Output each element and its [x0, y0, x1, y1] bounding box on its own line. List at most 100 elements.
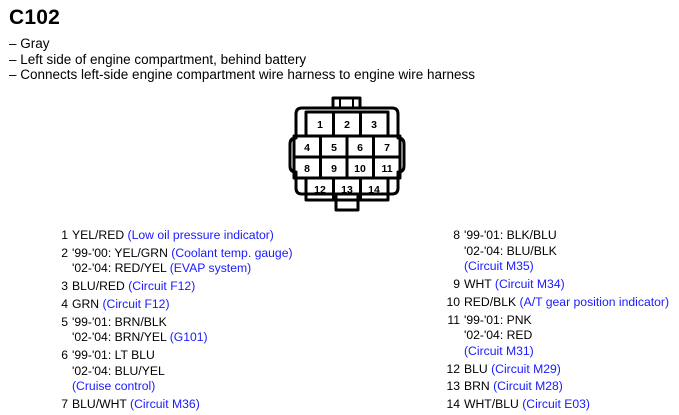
pin-line: GRN (Circuit F12)	[72, 297, 170, 313]
pin-label: 8	[304, 163, 310, 175]
wire-color-text: BLU/WHT	[72, 397, 131, 412]
pin-line: '02-'04: RED/YEL (EVAP system)	[72, 261, 293, 277]
pin-entry: 4 GRN (Circuit F12)	[48, 297, 293, 313]
pin-label: 10	[354, 163, 366, 175]
pin-label: 14	[368, 184, 380, 196]
circuit-note: (Circuit M36)	[130, 397, 200, 412]
circuit-note: (Circuit F12)	[102, 296, 170, 311]
pin-entry: 7 BLU/WHT (Circuit M36)	[48, 397, 293, 413]
pin-number: 10	[446, 294, 460, 309]
pin-line: (Circuit M31)	[464, 344, 534, 360]
pin-entry: 6 '99-'01: LT BLU'02-'04: BLU/YEL(Cruise …	[48, 348, 293, 395]
circuit-note: (A/T gear position indicator)	[519, 294, 670, 309]
pin-entry: 3 BLU/RED (Circuit F12)	[48, 279, 293, 295]
pin-entry: 10 RED/BLK (A/T gear position indicator)	[440, 295, 669, 311]
pin-label: 12	[314, 184, 326, 196]
pin-line: YEL/RED (Low oil pressure indicator)	[72, 228, 274, 244]
pin-number: 5	[61, 314, 68, 329]
wire-color-text: '02-'04: BLU/BLK	[464, 243, 557, 258]
pin-number: 1	[61, 228, 68, 242]
pin-number: 7	[61, 397, 68, 412]
pin-line: '02-'04: RED	[464, 328, 534, 344]
pin-label: 6	[357, 142, 363, 154]
pin-label: 13	[341, 184, 353, 196]
wire-color-text: WHT/BLU	[464, 397, 523, 412]
connector-description: – Gray – Left side of engine compartment…	[9, 36, 475, 83]
wire-color-text: '99-'00: YEL/GRN	[72, 245, 172, 260]
pin-number: 13	[446, 379, 460, 394]
pin-label: 5	[331, 142, 337, 154]
pin-entry: 13 BRN (Circuit M28)	[440, 379, 669, 395]
pin-label: 2	[344, 119, 350, 131]
pin-number: 6	[61, 347, 68, 362]
circuit-note: (Circuit M28)	[493, 379, 563, 394]
pin-number: 4	[61, 296, 68, 311]
pin-label: 3	[371, 119, 377, 131]
wire-color-text: '02-'04: RED/YEL	[72, 261, 170, 276]
pin-line: '99-'01: LT BLU	[72, 348, 165, 364]
wire-color-text: RED/BLK	[464, 294, 520, 309]
pin-label: 1	[317, 119, 323, 131]
circuit-note: (Cruise control)	[72, 379, 156, 394]
pin-number: 14	[446, 397, 460, 412]
pin-entry: 8 '99-'01: BLK/BLU'02-'04: BLU/BLK(Circui…	[440, 228, 669, 275]
pin-number: 3	[61, 279, 68, 294]
wire-color-text: '02-'04: RED	[464, 328, 533, 343]
pin-entry: 14 WHT/BLU (Circuit E03)	[440, 397, 669, 413]
pin-label: 9	[331, 163, 337, 175]
pin-line: BRN (Circuit M28)	[464, 379, 563, 395]
pin-number: 11	[447, 312, 460, 327]
wire-color-text: '02-'04: BRN/YEL	[72, 330, 170, 345]
pin-line: BLU (Circuit M29)	[464, 362, 561, 378]
pin-entry: 2 '99-'00: YEL/GRN (Coolant temp. gauge)'…	[48, 245, 293, 277]
pin-line: '99-'00: YEL/GRN (Coolant temp. gauge)	[72, 246, 293, 262]
circuit-note: (G101)	[169, 330, 208, 345]
circuit-note: (EVAP system)	[169, 261, 252, 276]
description-line: – Left side of engine compartment, behin…	[9, 51, 307, 67]
pin-label: 7	[384, 142, 390, 154]
wire-color-text: '02-'04: BLU/YEL	[72, 363, 165, 378]
circuit-note: (Circuit M34)	[494, 277, 565, 292]
description-line: – Gray	[9, 36, 50, 51]
wire-color-text: '99-'01: LT BLU	[72, 347, 155, 362]
pin-legend-left: 1 YEL/RED (Low oil pressure indicator) 2 '9…	[48, 228, 293, 415]
pin-line: (Circuit M35)	[464, 259, 557, 275]
pin-entry: 11 '99-'01: PNK'02-'04: RED(Circuit M31)	[440, 313, 669, 360]
pin-line: '99-'01: BRN/BLK	[72, 315, 208, 331]
pin-line: BLU/WHT (Circuit M36)	[72, 397, 200, 413]
wire-color-text: '99-'01: BLK/BLU	[464, 228, 557, 242]
description-line: – Connects left-side engine compartment …	[9, 67, 475, 82]
wire-color-text: BLU/RED	[72, 279, 129, 294]
pin-entry: 12 BLU (Circuit M29)	[440, 362, 669, 378]
pin-line: '02-'04: BRN/YEL (G101)	[72, 330, 208, 346]
circuit-note: (Circuit M31)	[464, 343, 534, 358]
pin-line: '99-'01: PNK	[464, 313, 534, 329]
pin-line: '02-'04: BLU/BLK	[464, 244, 557, 260]
wire-color-text: '99-'01: PNK	[464, 312, 532, 327]
pin-line: '02-'04: BLU/YEL	[72, 364, 165, 380]
connector-lock-tab-top	[331, 96, 362, 108]
pin-line: BLU/RED (Circuit F12)	[72, 279, 195, 295]
pin-line: (Cruise control)	[72, 379, 165, 395]
circuit-note: (Circuit M35)	[464, 259, 534, 274]
connector-diagram: 1 2 3 4 5 6 7 8 9 10 11 12 13 14	[288, 96, 406, 212]
pin-number: 8	[453, 228, 460, 242]
wire-color-text: BRN	[464, 379, 494, 394]
pin-line: WHT/BLU (Circuit E03)	[464, 397, 590, 413]
circuit-note: (Circuit M29)	[491, 361, 561, 376]
wire-color-text: WHT	[464, 277, 495, 292]
circuit-note: (Circuit E03)	[522, 397, 590, 412]
connector-lock-tab-bottom	[334, 194, 360, 212]
circuit-note: (Coolant temp. gauge)	[171, 245, 293, 260]
wire-color-text: '99-'01: BRN/BLK	[72, 314, 167, 329]
circuit-note: (Circuit F12)	[128, 279, 196, 294]
pin-line: '99-'01: BLK/BLU	[464, 228, 557, 244]
pin-label: 4	[304, 142, 310, 154]
pin-entry: 5 '99-'01: BRN/BLK'02-'04: BRN/YEL (G101)	[48, 315, 293, 346]
wire-color-text: GRN	[72, 296, 103, 311]
pin-number: 2	[61, 245, 68, 260]
wire-color-text: BLU	[464, 361, 492, 376]
pin-number: 12	[446, 361, 460, 376]
pin-line: WHT (Circuit M34)	[464, 277, 565, 293]
